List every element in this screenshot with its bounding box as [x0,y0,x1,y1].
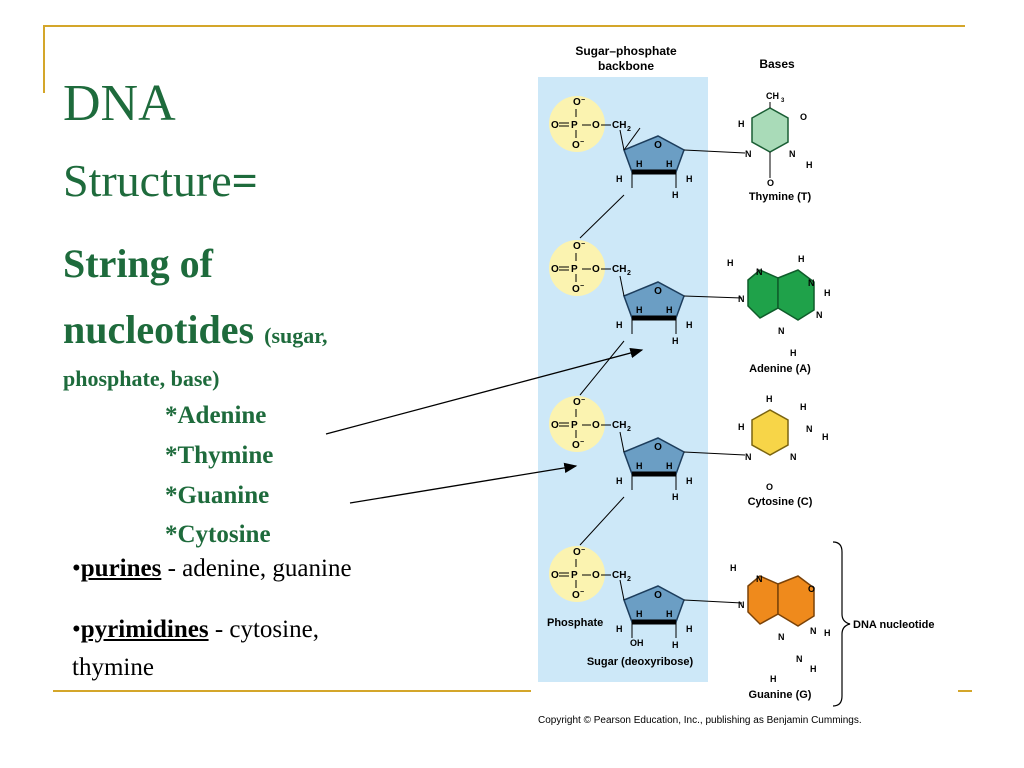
svg-text:N: N [756,267,763,277]
adenine-base: H N N H N H N N H [727,254,831,358]
svg-text:N: N [778,632,785,642]
nucleotide-brace [832,541,851,707]
bottom-rule [53,690,531,692]
svg-text:H: H [806,160,813,170]
pyrimidines-line: •pyrimidines - cytosine, [72,617,319,642]
svg-text:H: H [822,432,829,442]
svg-text:N: N [808,278,815,288]
svg-text:H: H [730,563,737,573]
svg-text:H: H [800,402,807,412]
purines-line: •purines - adenine, guanine [72,556,352,581]
base-label-guanine: Guanine (G) [749,689,812,701]
svg-text:N: N [738,600,745,610]
copyright-text: Copyright © Pearson Education, Inc., pub… [538,715,862,726]
base-item-guanine: *Guanine [165,482,270,509]
svg-text:O: O [800,112,807,122]
purines-term: purines [80,555,162,582]
title-dna: DNA [63,75,176,132]
svg-text:H: H [770,674,777,684]
svg-text:N: N [806,424,813,434]
subtitle-line1: String of [63,241,213,286]
cytosine-base: H H H N H N N O [738,394,829,492]
svg-text:H: H [790,348,797,358]
base-item-cytosine: *Cytosine [165,521,271,548]
title-structure: Structure= [63,158,258,204]
svg-text:N: N [756,574,763,584]
base-item-adenine: *Adenine [165,402,267,429]
subtitle-paren2: phosphate, base) [63,366,220,391]
pyrimidines-term: pyrimidines [80,616,209,643]
svg-text:O: O [808,584,815,594]
svg-text:N: N [810,626,817,636]
svg-text:O: O [767,178,774,188]
title-structure-word: Structure [63,155,232,206]
arrow-adenine [325,347,644,435]
svg-text:H: H [766,394,773,404]
svg-text:CH: CH [766,91,779,101]
pyrimidines-desc: - cytosine, [208,616,319,643]
header-backbone-1: Sugar–phosphate [575,44,677,58]
header-bases: Bases [759,57,795,71]
arrow-guanine [349,462,578,504]
subtitle-paren1: (sugar, [264,323,328,348]
left-rule [43,25,45,93]
svg-text:N: N [745,452,752,462]
nucleotide-label: DNA nucleotide [853,619,935,631]
sugar-label: Sugar (deoxyribose) [587,656,694,668]
svg-text:N: N [738,294,745,304]
bottom-rule-right [958,690,972,692]
svg-text:H: H [824,628,831,638]
svg-text:H: H [810,664,817,674]
svg-text:N: N [789,149,796,159]
top-rule [43,25,965,27]
subtitle-line2: nucleotides (sugar, [63,310,328,350]
title-equals: = [231,155,258,206]
svg-text:H: H [798,254,805,264]
svg-text:OH: OH [630,638,644,648]
base-label-cytosine: Cytosine (C) [748,496,813,508]
svg-text:3: 3 [781,98,785,104]
base-item-thymine: *Thymine [165,442,274,469]
svg-text:N: N [816,310,823,320]
guanine-base: H N N O N H N N H H [730,563,831,684]
svg-text:H: H [738,119,745,129]
svg-text:N: N [796,654,803,664]
purines-desc: - adenine, guanine [161,555,352,582]
svg-text:O: O [766,482,773,492]
svg-text:H: H [727,258,734,268]
header-backbone-2: backbone [598,59,654,73]
bullet-dot: • [72,616,81,643]
svg-text:H: H [738,422,745,432]
svg-text:H: H [824,288,831,298]
svg-text:N: N [745,149,752,159]
bullet-dot: • [72,555,81,582]
svg-text:N: N [778,326,785,336]
phosphate-label: Phosphate [547,617,603,629]
pyrimidines-line2: thymine [72,654,154,681]
base-label-adenine: Adenine (A) [749,363,811,375]
svg-text:N: N [790,452,797,462]
subtitle-nucleotides: nucleotides [63,307,255,352]
base-label-thymine: Thymine (T) [749,191,812,203]
